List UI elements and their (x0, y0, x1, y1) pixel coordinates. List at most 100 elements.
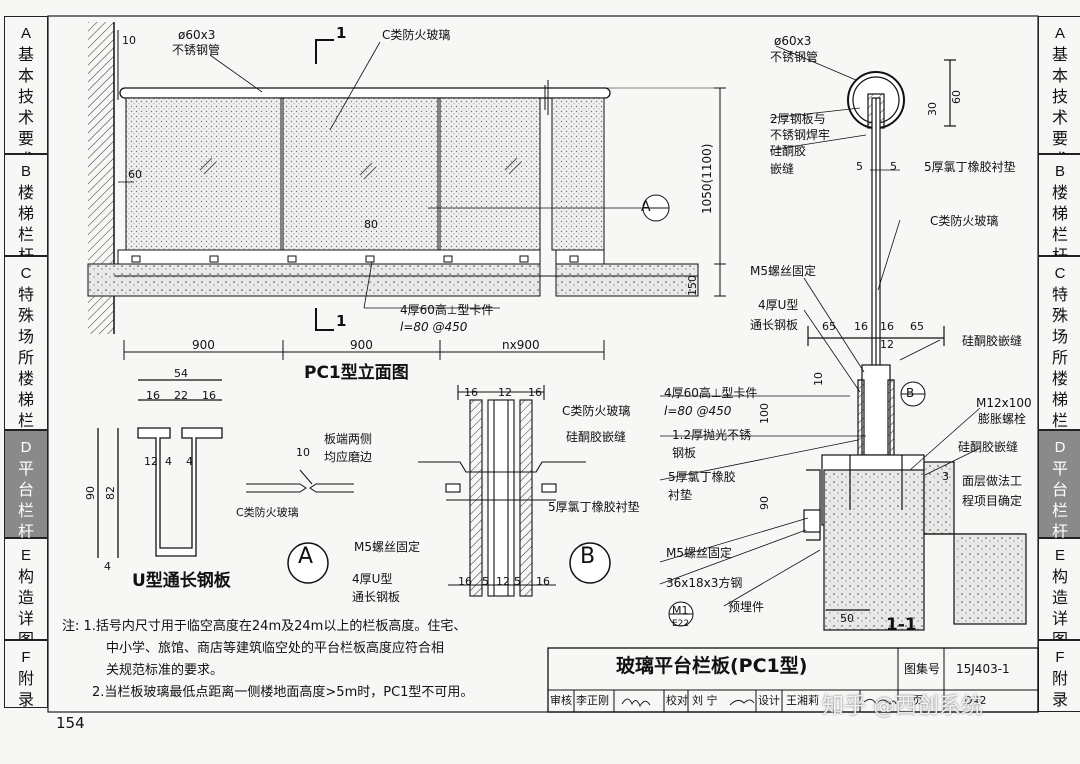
tab-letter: E (20, 547, 31, 564)
dim-60-label: 60 (128, 168, 142, 181)
detail-b-label: B (580, 544, 596, 569)
section-1-1-drawing (803, 59, 1027, 631)
a-uplate-label-2: 通长钢板 (352, 590, 401, 604)
detail-a-bubble-label: A (641, 199, 651, 215)
edge-note-2: 均应磨边 (324, 450, 373, 464)
sec-floor-2: 程项目确定 (962, 494, 1023, 508)
sec-dim-65b: 65 (910, 320, 924, 333)
note-line-4: 2.当栏板玻璃最低点距离一侧楼地面高度>5m时，PC1型不可用。 (92, 685, 474, 700)
sec-glass: C类防火玻璃 (930, 214, 999, 228)
checker-name: 刘 宁 (692, 694, 718, 707)
section-mark-bottom: 1 (336, 312, 347, 330)
sec-clip-1: 4厚60高⊥型卡件 (664, 386, 758, 400)
section-title: 1-1 (886, 615, 917, 635)
b-dim-bottom-16a: 16 (458, 575, 472, 588)
u-dim-22: 22 (174, 389, 188, 402)
b-dim-bottom-12: 12 (496, 575, 510, 588)
right-tab-b[interactable]: B 楼梯栏杆 (1038, 154, 1080, 265)
sec-dim-5a: 5 (856, 160, 863, 173)
tab-letter: F (1055, 649, 1065, 666)
tab-label: 附录 (17, 669, 34, 709)
sec-weld-1: 2厚钢板与 (770, 112, 826, 126)
right-tab-c[interactable]: C 特殊场所楼梯栏杆 (1038, 256, 1080, 451)
sec-m1b: E22 (672, 619, 690, 629)
sec-sil-3: 硅酮胶嵌缝 (958, 440, 1019, 454)
elevation-title: PC1型立面图 (304, 363, 409, 383)
left-tab-d[interactable]: D 平台栏杆 (4, 430, 48, 541)
right-tab-d[interactable]: D 平台栏杆 (1038, 430, 1080, 541)
title-block-grid (547, 647, 1039, 713)
drawing-title: 玻璃平台栏板(PC1型) (616, 655, 808, 677)
sec-up-1: 4厚U型 (758, 298, 799, 312)
tab-label: 构造详图 (17, 567, 34, 649)
sec-dim-100: 100 (758, 403, 771, 424)
sec-m5b: M5螺丝固定 (666, 546, 732, 560)
tab-label: 楼梯栏杆 (17, 183, 34, 265)
tab-letter: A (1054, 25, 1065, 42)
u-dim-4b: 4 (186, 455, 193, 468)
sec-dim-3: 3 (942, 470, 949, 483)
watermark: 知乎 @西创系统 (822, 694, 983, 719)
sec-m5: M5螺丝固定 (750, 264, 816, 278)
sec-floor-1: 面层做法工 (962, 474, 1023, 488)
pipe-material-label: 不锈钢管 (172, 43, 221, 57)
sec-up-2: 通长钢板 (750, 318, 799, 332)
left-tab-c[interactable]: C 特殊场所楼梯栏杆 (4, 256, 48, 451)
b-dim-16b: 16 (528, 386, 542, 399)
clip-label: 4厚60高⊥型卡件 (400, 303, 494, 317)
tab-label: 平台栏杆 (1051, 459, 1068, 541)
sec-bolt-2: 膨胀螺栓 (978, 412, 1027, 426)
b-glass-label: C类防火玻璃 (562, 404, 631, 418)
u-dim-54: 54 (174, 367, 188, 380)
a-m5-label: M5螺丝固定 (354, 540, 420, 554)
tab-letter: D (20, 439, 32, 456)
b-dim-bottom-16b: 16 (536, 575, 550, 588)
a-uplate-label-1: 4厚U型 (352, 572, 393, 586)
sec-sil-right: 硅酮胶嵌缝 (962, 334, 1023, 348)
reviewer-name: 李正刚 (576, 694, 609, 707)
dim-150-label: 150 (686, 275, 699, 296)
sec-detail-b: B (906, 386, 915, 400)
sec-dim-16b: 16 (880, 320, 894, 333)
b-rubber-label: 5厚氯丁橡胶衬垫 (548, 500, 640, 514)
sec-pipe-1: ø60x3 (774, 34, 812, 48)
b-dim-bottom-5a: 5 (482, 575, 489, 588)
review-label: 审核 (550, 694, 572, 707)
u-dim-16a: 16 (146, 389, 160, 402)
sec-dim-5b: 5 (890, 160, 897, 173)
atlas-number: 15J403-1 (956, 662, 1010, 676)
sec-steel: 36x18x3方钢 (666, 576, 743, 590)
sec-rub-1: 5厚氯丁橡胶 (668, 470, 736, 484)
sec-weld-2: 不锈钢焊牢 (770, 128, 831, 142)
dim-900b-label: 900 (350, 338, 373, 352)
sec-m1: M1 (672, 604, 689, 617)
page-number: 154 (56, 714, 85, 732)
sec-dim-12: 12 (880, 338, 894, 351)
b-dim-bottom-5b: 5 (514, 575, 521, 588)
sec-sil-2: 嵌缝 (770, 162, 795, 176)
page-label: 页 (912, 694, 923, 707)
tab-letter: B (1054, 163, 1065, 180)
sec-embed: 预埋件 (728, 600, 765, 614)
left-tab-e[interactable]: E 构造详图 (4, 538, 48, 649)
sec-clip-2: l=80 @450 (664, 404, 732, 418)
atlas-label: 图集号 (904, 662, 941, 676)
sec-ss-1: 1.2厚抛光不锈 (672, 428, 752, 442)
sec-rubber-top: 5厚氯丁橡胶衬垫 (924, 160, 1016, 174)
sec-ss-2: 钢板 (672, 446, 697, 460)
glass-edge-sketch (246, 469, 354, 493)
tab-label: 特殊场所楼梯栏杆 (1051, 285, 1068, 451)
u-plate-title: U型通长钢板 (132, 571, 231, 591)
section-mark-top: 1 (336, 24, 347, 42)
note-line-2: 中小学、旅馆、商店等建筑临空处的平台栏板高度应符合相 (106, 641, 445, 656)
sec-dim-10: 10 (812, 372, 825, 386)
tab-label: 楼梯栏杆 (1051, 183, 1068, 265)
u-dim-12: 12 (144, 455, 158, 468)
u-dim-16b: 16 (202, 389, 216, 402)
tab-letter: C (20, 265, 32, 282)
note-line-3: 关规范标准的要求。 (106, 663, 224, 678)
u-dim-4a: 4 (165, 455, 172, 468)
u-plate-drawing (97, 379, 223, 558)
